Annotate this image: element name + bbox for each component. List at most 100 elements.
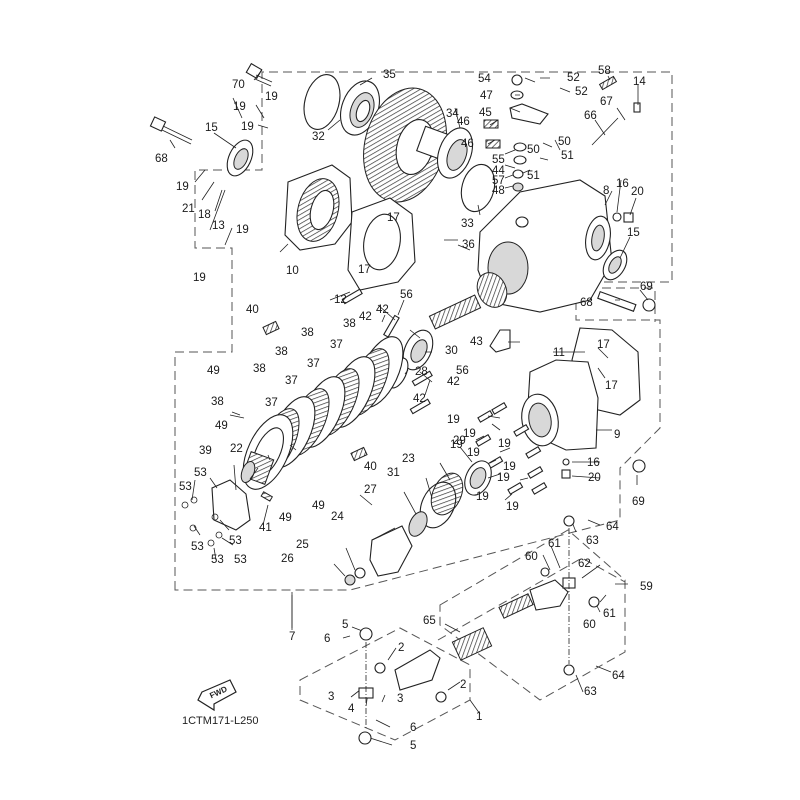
callout-9: 9 [614,429,620,441]
callout-56: 56 [456,365,469,377]
bearing-34 [436,127,474,179]
callout-12: 12 [334,294,347,306]
callout-19: 19 [241,121,254,133]
callout-1: 1 [476,711,482,723]
nut-26 [344,574,356,586]
callout-19: 19 [265,91,278,103]
nut-69b [632,459,646,473]
callout-17: 17 [358,264,371,276]
callout-7: 7 [289,631,295,643]
callout-44: 44 [492,165,505,177]
callout-52: 52 [575,86,588,98]
callout-49: 49 [215,420,228,432]
callout-19: 19 [236,224,249,236]
callout-64: 64 [612,670,625,682]
callout-19: 19 [463,428,476,440]
outline-shaft-65 [437,557,626,641]
callout-38: 38 [275,346,288,358]
callout-5: 5 [410,740,416,752]
callout-21: 21 [182,203,195,215]
callout-29: 29 [453,435,466,447]
callout-42: 42 [413,393,426,405]
callout-11: 11 [553,347,565,359]
oil-seal-27 [408,511,428,537]
callout-53: 53 [211,554,224,566]
callout-41: 41 [259,522,272,534]
callout-54: 54 [478,73,491,85]
callout-37: 37 [330,339,343,351]
gasket-12 [347,197,416,291]
callout-19: 19 [176,181,189,193]
callout-42: 42 [376,304,389,316]
callout-19: 19 [498,438,511,450]
figure-code: 1CTM171-L250 [182,715,258,727]
callout-38: 38 [301,327,314,339]
callout-57: 57 [492,175,505,187]
callout-16: 16 [616,178,629,190]
callout-20: 20 [631,186,644,198]
lever-43 [489,329,511,353]
callout-49: 49 [279,512,292,524]
callout-46: 46 [461,138,474,150]
callout-19: 19 [193,272,206,284]
callout-33: 33 [461,218,474,230]
callout-61: 61 [603,608,616,620]
yoke-24 [369,525,413,577]
clutch-housing-10 [284,164,353,251]
callout-56: 56 [400,289,413,301]
ring-23 [430,472,464,516]
callout-47: 47 [480,90,493,102]
callout-60: 60 [525,551,538,563]
callout-63: 63 [584,686,597,698]
drain-bolt-20 [623,212,634,223]
callout-63: 63 [586,535,599,547]
callout-3: 3 [328,691,334,703]
callout-8: 8 [603,185,609,197]
callout-15: 15 [205,122,218,134]
outline-universal-joint-59 [439,529,626,701]
callout-68: 68 [155,153,168,165]
callout-34: 34 [446,108,459,120]
callout-65: 65 [423,615,436,627]
callout-52: 52 [567,72,580,84]
parts [149,62,656,586]
callout-37: 37 [265,397,278,409]
plate-39 [211,479,251,531]
callout-27: 27 [364,484,377,496]
nut-69a [642,298,656,312]
callout-66: 66 [584,110,597,122]
oil-seal-15b [602,249,628,281]
callout-19: 19 [447,414,460,426]
o-ring-33 [460,163,496,213]
callout-17: 17 [597,339,610,351]
callout-32: 32 [312,131,325,143]
o-ring-32 [303,74,341,130]
callout-37: 37 [285,375,298,387]
bearing-46b [485,139,501,149]
bolt-68b [597,290,637,312]
callout-58: 58 [598,65,611,77]
callout-68: 68 [580,297,593,309]
callout-53: 53 [234,554,247,566]
callout-2: 2 [398,642,404,654]
callout-6: 6 [410,722,416,734]
callout-53: 53 [194,467,207,479]
callout-19: 19 [450,439,463,451]
callout-16: 16 [587,457,600,469]
spring-40b [350,446,368,462]
callout-48: 48 [492,185,505,197]
callout-31: 31 [387,467,400,479]
callout-19: 19 [467,447,480,459]
callout-19: 19 [233,101,246,113]
spring-41 [260,491,274,502]
callout-43: 43 [470,336,483,348]
callout-24: 24 [331,511,344,523]
spring-58 [598,75,618,91]
callout-25: 25 [296,539,309,551]
oil-seal-15 [226,139,254,177]
callout-18: 18 [198,209,211,221]
bearing-30 [402,329,434,371]
callout-61: 61 [548,538,561,550]
callout-28: 28 [415,366,428,378]
